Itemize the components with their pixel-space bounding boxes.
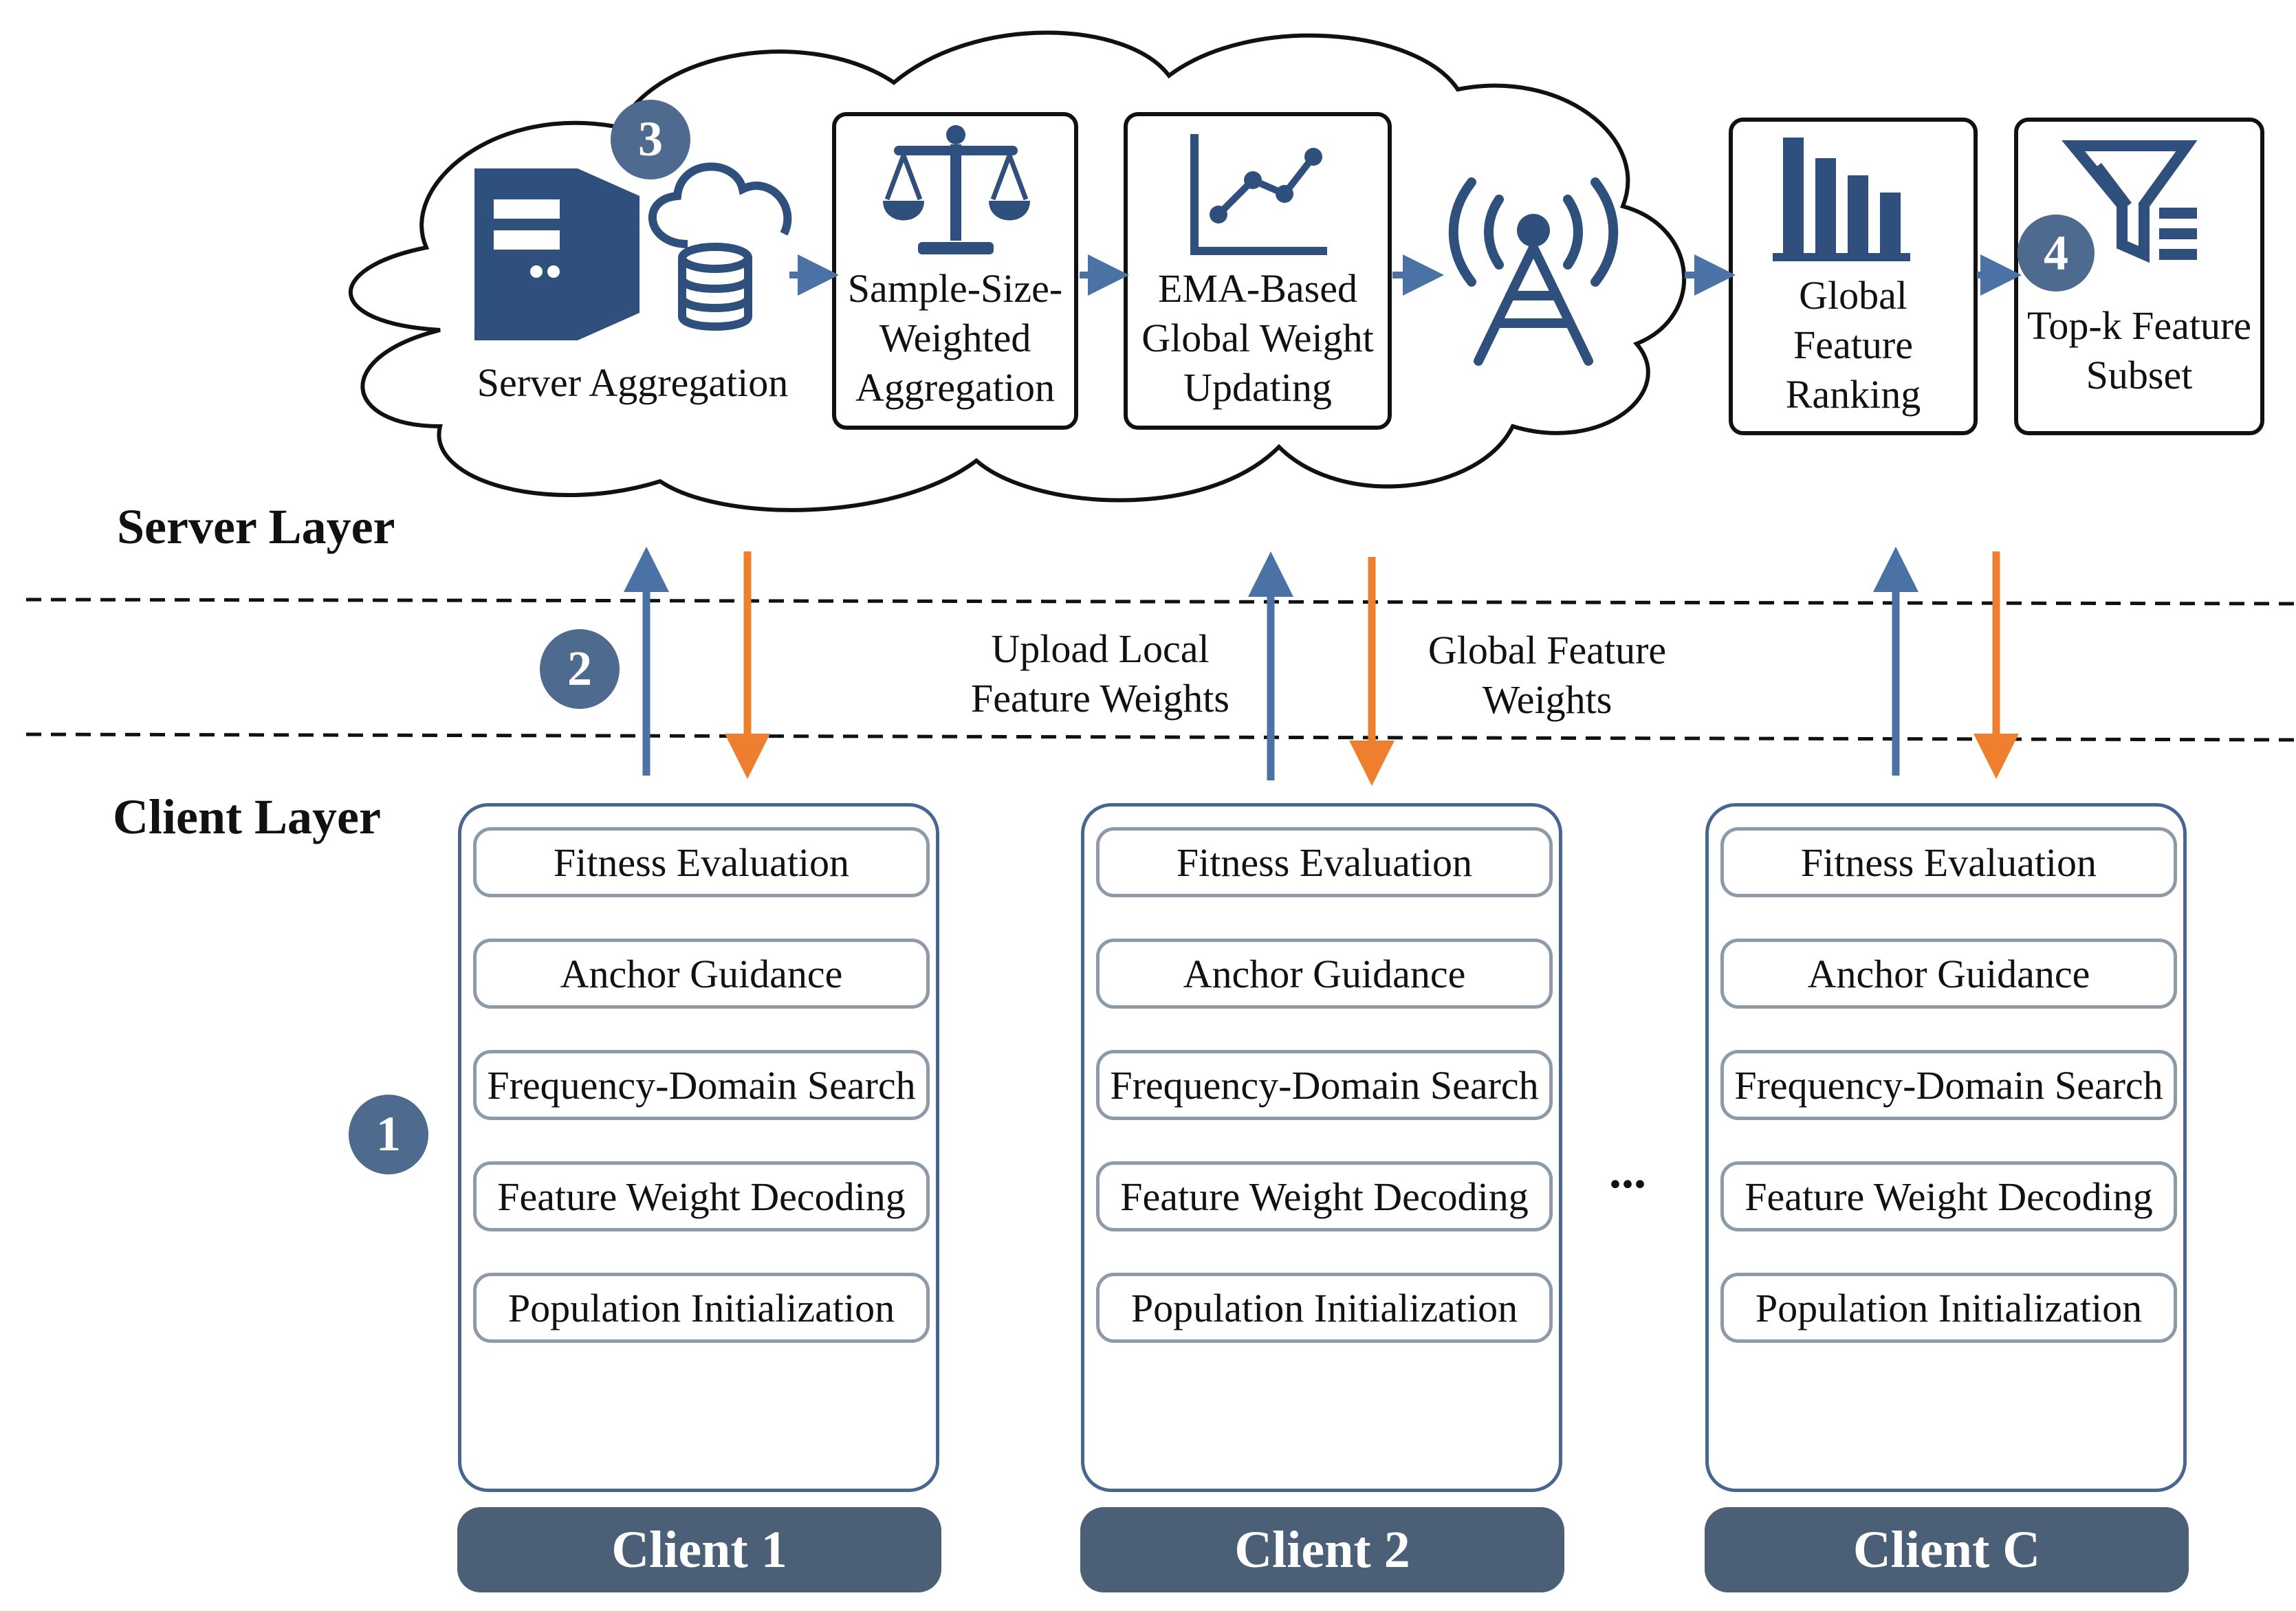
badge-1-number: 1 bbox=[376, 1106, 401, 1161]
badge-2 bbox=[540, 629, 620, 709]
step-anchor-guidance: Anchor Guidance bbox=[1720, 939, 2177, 1009]
step-population-initialization: Population Initialization bbox=[1720, 1273, 2177, 1343]
step-feature-weight-decoding: Feature Weight Decoding bbox=[1096, 1161, 1553, 1231]
client-layer-label: Client Layer bbox=[113, 789, 381, 844]
global-weights-label: Global Feature Weights bbox=[1428, 628, 1667, 722]
client-panel-2: Fitness Evaluation Anchor Guidance Frequ… bbox=[1081, 803, 1562, 1492]
step-frequency-domain-search: Frequency-Domain Search bbox=[1096, 1050, 1553, 1120]
badge-1 bbox=[349, 1095, 428, 1174]
antenna-tower-icon bbox=[1448, 177, 1619, 366]
server-tower-icon bbox=[474, 168, 639, 340]
step-frequency-domain-search: Frequency-Domain Search bbox=[1720, 1050, 2177, 1120]
step-fitness-evaluation: Fitness Evaluation bbox=[1720, 827, 2177, 897]
client-panel-c: Fitness Evaluation Anchor Guidance Frequ… bbox=[1705, 803, 2187, 1492]
step-feature-weight-decoding: Feature Weight Decoding bbox=[473, 1161, 930, 1231]
download-arrows bbox=[725, 551, 2019, 786]
badge-2-number: 2 bbox=[567, 641, 592, 696]
box-label-topk: Top-k Feature Subset bbox=[2026, 303, 2252, 397]
badge-3-number: 3 bbox=[638, 111, 663, 166]
step-fitness-evaluation: Fitness Evaluation bbox=[473, 827, 930, 897]
cloud-database-icon bbox=[648, 162, 792, 331]
badge-4 bbox=[2018, 215, 2095, 292]
box-label-global-ranking: Global Feature Ranking bbox=[1785, 273, 1921, 417]
client-tag-c: Client C bbox=[1705, 1507, 2189, 1592]
separator-top bbox=[25, 598, 2296, 606]
box-label-sample-size: Sample-Size-Weighted Aggregation bbox=[847, 266, 1063, 410]
line-chart-icon bbox=[1190, 134, 1327, 255]
step-frequency-domain-search: Frequency-Domain Search bbox=[473, 1050, 930, 1120]
balance-scale-icon bbox=[883, 125, 1030, 254]
badge-4-number: 4 bbox=[2044, 226, 2068, 281]
step-anchor-guidance: Anchor Guidance bbox=[473, 939, 930, 1009]
step-population-initialization: Population Initialization bbox=[1096, 1273, 1553, 1343]
step-feature-weight-decoding: Feature Weight Decoding bbox=[1720, 1161, 2177, 1231]
step-anchor-guidance: Anchor Guidance bbox=[1096, 939, 1553, 1009]
client-tag-1: Client 1 bbox=[457, 1507, 941, 1592]
more-clients-ellipsis: ... bbox=[1609, 1143, 1646, 1198]
server-aggregation-label: Server Aggregation bbox=[477, 360, 789, 405]
box-label-ema: EMA-Based Global Weight Updating bbox=[1141, 266, 1374, 410]
upload-weights-label: Upload Local Feature Weights bbox=[970, 626, 1229, 721]
separator-bottom bbox=[25, 732, 2296, 742]
step-population-initialization: Population Initialization bbox=[473, 1273, 930, 1343]
client-panel-1: Fitness Evaluation Anchor Guidance Frequ… bbox=[458, 803, 939, 1492]
server-layer-label: Server Layer bbox=[117, 499, 395, 554]
filter-icon bbox=[2062, 140, 2198, 263]
badge-3 bbox=[611, 100, 690, 179]
client-tag-2: Client 2 bbox=[1080, 1507, 1564, 1592]
bar-chart-icon bbox=[1773, 138, 1910, 261]
step-fitness-evaluation: Fitness Evaluation bbox=[1096, 827, 1553, 897]
upload-arrows bbox=[624, 547, 1918, 780]
